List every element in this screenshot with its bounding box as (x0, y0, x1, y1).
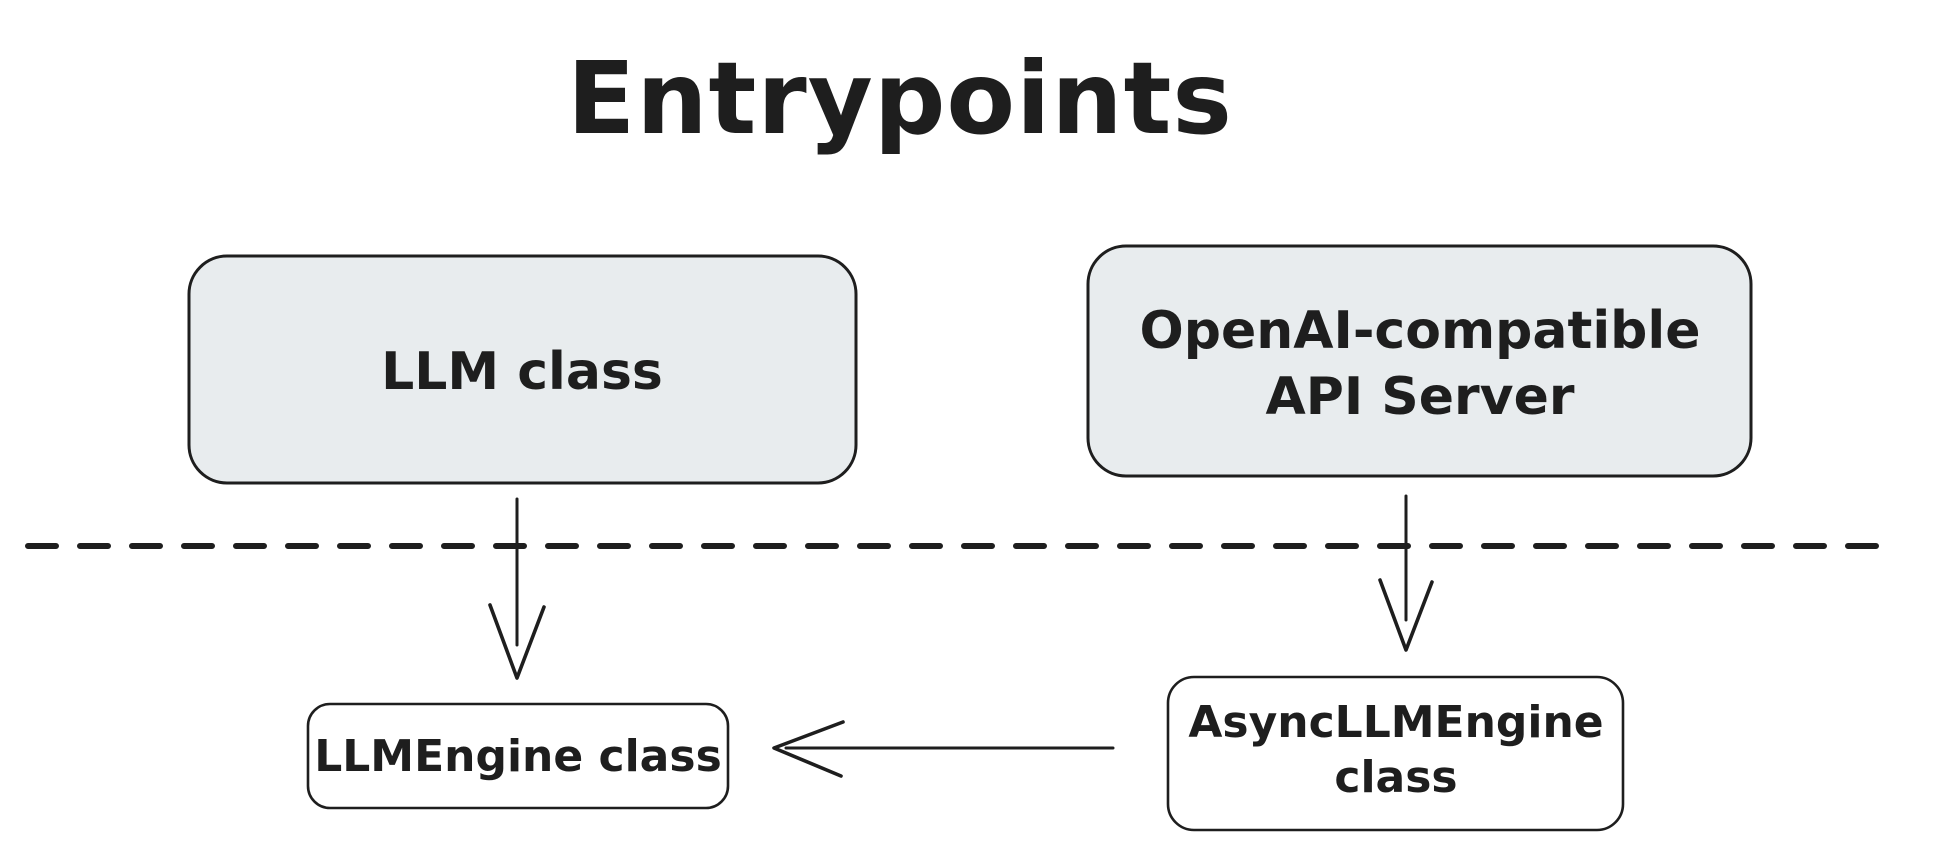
arrow-left-icon (772, 720, 845, 778)
node-async-llm-engine: AsyncLLMEngine class (1166, 675, 1625, 832)
node-async-llm-engine-label-line1: AsyncLLMEngine (1188, 697, 1603, 748)
arrow-down-icon (1378, 578, 1434, 652)
node-openai-api-server: OpenAI-compatible API Server (1086, 244, 1753, 478)
node-openai-api-server-label-line1: OpenAI-compatible (1140, 301, 1701, 361)
node-async-llm-engine-label-line2: class (1334, 752, 1457, 803)
node-llm-engine: LLMEngine class (306, 702, 730, 810)
node-llm-class: LLM class (187, 254, 858, 485)
node-llm-class-shape (187, 254, 858, 485)
edge-api-server-to-async-llm-engine (1378, 494, 1434, 652)
node-async-llm-engine-shape (1166, 675, 1625, 832)
edge-async-llm-engine-to-llm-engine (772, 720, 1115, 778)
node-llm-engine-label: LLMEngine class (314, 731, 722, 782)
node-llm-class-label: LLM class (381, 342, 663, 402)
arrow-down-icon (488, 603, 546, 680)
diagram-title: Entrypoints (567, 40, 1233, 157)
edge-llm-class-to-llm-engine (488, 497, 546, 680)
node-llm-engine-shape (306, 702, 730, 810)
node-openai-api-server-label-line2: API Server (1266, 367, 1575, 427)
node-openai-api-server-shape (1086, 244, 1753, 478)
